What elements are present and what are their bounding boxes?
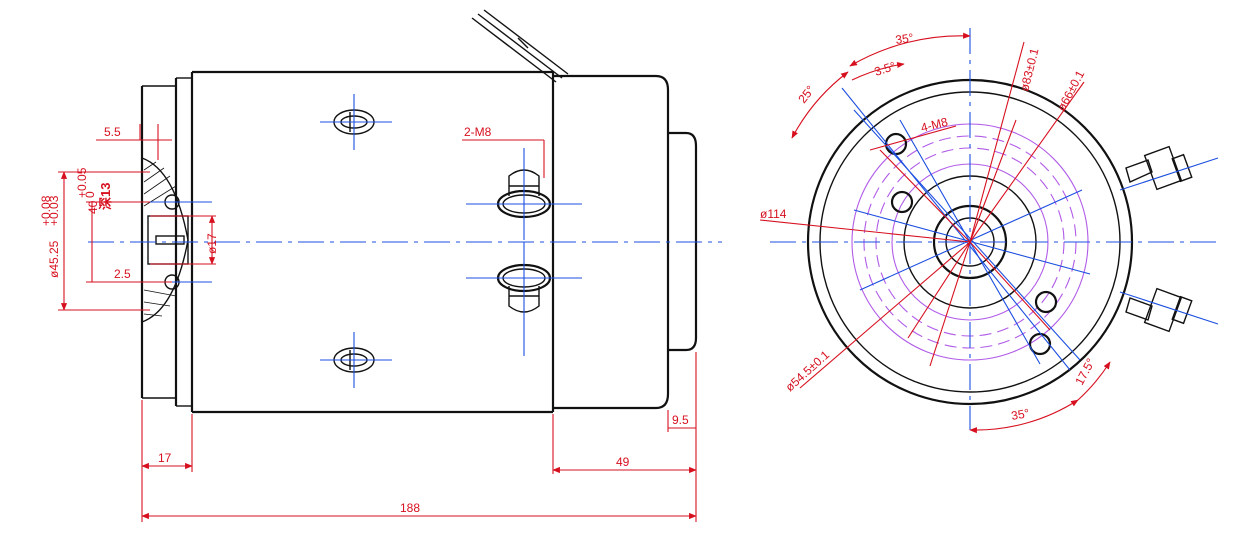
mount-slot-bottom <box>320 332 392 388</box>
spline-depth: 深13 <box>98 183 113 210</box>
dim-spigot-diameter: ø45.25 +0.08 +0.03 <box>39 171 68 311</box>
front-flange-section <box>141 157 216 323</box>
angle-upper-left-text: 25° <box>795 83 817 106</box>
spline-tol-lower: 0 <box>83 191 97 198</box>
label-terminals-text: 2-M8 <box>464 125 492 139</box>
dim-rear-step: 9.5 <box>668 413 696 429</box>
spigot-dia-tol-upper: +0.08 <box>39 195 53 226</box>
angle-top-text: 35° <box>894 31 914 47</box>
angle-arcs <box>791 32 1111 434</box>
dim-pilot-circle-text: ø54.5±0.1 <box>783 348 833 395</box>
mount-hole-1 <box>884 132 908 156</box>
spigot-dia-tol-lower: +0.03 <box>47 195 61 226</box>
terminal-stud-upper <box>466 148 582 240</box>
dim-overall-length-text: 188 <box>400 501 420 515</box>
terminal-stud-lower <box>466 242 582 356</box>
label-holes-text: 4-M8 <box>919 115 949 135</box>
dim-shaft-hole: ø17 <box>205 215 219 265</box>
mount-hole-4 <box>1028 332 1052 356</box>
end-terminal-upper <box>1119 145 1219 191</box>
end-terminal-lower <box>1119 287 1219 333</box>
spigot-dia-value: ø45.25 <box>47 240 61 278</box>
dim-flange-width-text: 17 <box>158 451 172 465</box>
mount-hole-3 <box>1034 290 1058 314</box>
mount-slot-top <box>320 94 392 150</box>
dim-spigot-dia-text: ø45.25 <box>47 240 61 278</box>
dim-overall-length: 188 <box>141 501 697 520</box>
side-extension-lines <box>58 124 697 522</box>
dim-shaft-hole-text: ø17 <box>205 233 219 254</box>
spline-tol-upper: +0.05 <box>75 167 89 198</box>
angle-small-text: 3.5° <box>873 59 898 79</box>
dim-bolt-circle-66-text: ø66±0.1 <box>1054 68 1087 114</box>
dim-spline: 40 +0.05 0 深13 <box>75 167 113 282</box>
spline-value: 40 <box>86 200 100 214</box>
dim-rear-cap-text: 49 <box>616 455 630 469</box>
angle-bottom-text: 35° <box>1010 406 1031 423</box>
end-view: 35° 25° 3.5° 35° 17.5° ø114 ø83±0.1 ø66±… <box>759 28 1220 434</box>
dim-rear-step-text: 9.5 <box>672 413 689 427</box>
mount-hole-2 <box>890 190 914 214</box>
dim-outer-dia-text: ø114 <box>760 207 787 221</box>
dim-key-offset: 5.5 <box>96 125 172 141</box>
dim-key-offset-text: 5.5 <box>104 125 121 139</box>
side-view: 188 17 49 9.5 5.5 2.5 ø45.25 +0.08 +0.03 <box>39 9 722 522</box>
dim-flange-step-text: 2.5 <box>114 267 131 281</box>
dim-rear-cap: 49 <box>552 455 697 474</box>
dim-flange-step: 2.5 <box>110 267 172 283</box>
end-center-lines <box>770 28 1220 430</box>
label-terminals: 2-M8 <box>462 125 510 141</box>
power-wire <box>471 9 569 83</box>
end-dimension-leaders <box>759 41 1085 389</box>
dim-flange-width: 17 <box>141 451 193 470</box>
